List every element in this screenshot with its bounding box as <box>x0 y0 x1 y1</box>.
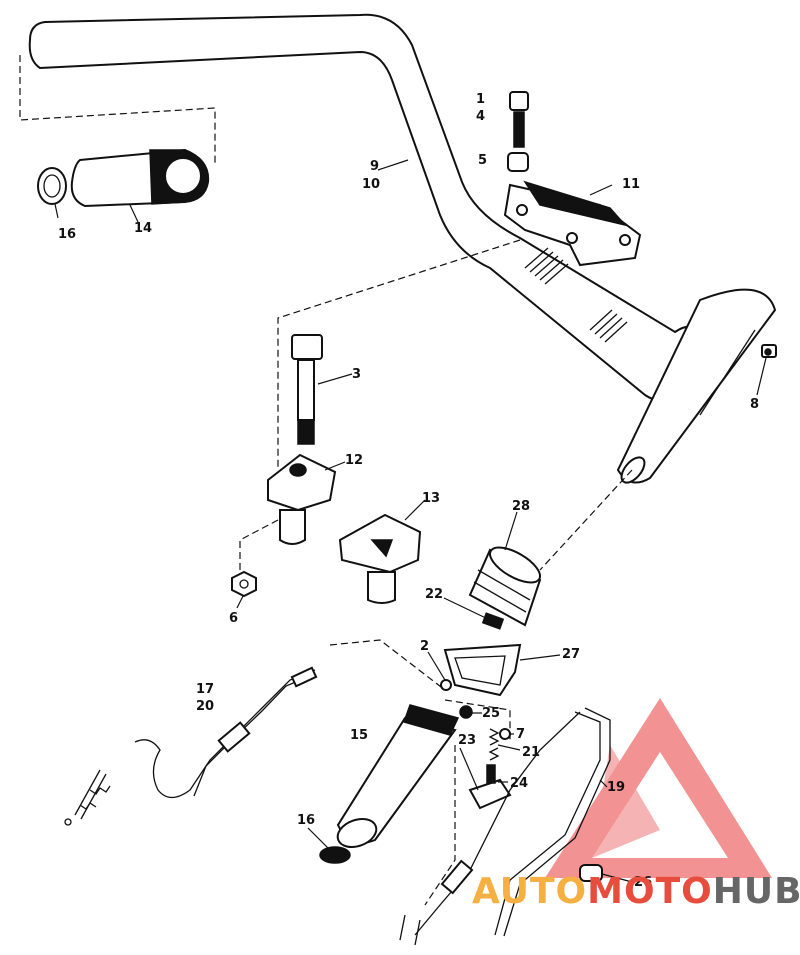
housing-28 <box>468 546 542 627</box>
cable-17 <box>64 666 318 826</box>
spacer-5 <box>507 152 529 172</box>
callout-26: 26 <box>634 875 652 890</box>
watermark-text: AUTOMOTOHUB <box>472 871 800 912</box>
assembly-guide-lines <box>19 55 633 906</box>
callout-16-top: 16 <box>58 227 76 242</box>
callout-12: 12 <box>345 453 363 468</box>
screw-2 <box>440 679 452 691</box>
adjuster-24 <box>468 764 512 810</box>
screw-8 <box>761 344 777 358</box>
callout-9: 9 <box>370 159 379 174</box>
callout-20: 20 <box>196 699 214 714</box>
grip-14 <box>70 148 210 208</box>
callout-25: 25 <box>482 706 500 721</box>
top-clamp-11 <box>503 180 642 267</box>
handlebar-knurling <box>524 247 628 343</box>
callout-1: 1 <box>476 92 485 107</box>
callout-4: 4 <box>476 109 485 124</box>
riser-13 <box>338 513 422 604</box>
end-plug-16 <box>37 167 67 205</box>
callout-23: 23 <box>458 733 476 748</box>
bolt-3 <box>291 334 323 445</box>
callout-22: 22 <box>425 587 443 602</box>
callout-19: 19 <box>607 780 625 795</box>
callout-10: 10 <box>362 177 380 192</box>
callout-21: 21 <box>522 745 540 760</box>
watermark-text-moto: MOTO <box>587 871 713 912</box>
callout-labels: 1 4 5 11 9 10 16 14 3 8 12 13 28 6 22 2 … <box>58 92 759 890</box>
bolt-1 <box>509 91 529 148</box>
watermark-text-auto: AUTO <box>472 871 587 912</box>
leader-lines <box>54 159 767 883</box>
throttle-grip-15 <box>336 704 460 849</box>
callout-15: 15 <box>350 728 368 743</box>
watermark-triangle-core <box>592 745 660 858</box>
screw-7 <box>499 728 511 740</box>
callout-5: 5 <box>478 153 487 168</box>
callout-8: 8 <box>750 397 759 412</box>
watermark-text-hub: HUB <box>713 871 800 912</box>
nut-6 <box>231 570 257 598</box>
spring-21 <box>488 728 500 761</box>
riser-12 <box>267 453 337 545</box>
handlebar <box>28 13 777 484</box>
callout-2: 2 <box>420 639 429 654</box>
callout-28: 28 <box>512 499 530 514</box>
callout-16-bottom: 16 <box>297 813 315 828</box>
callout-27: 27 <box>562 647 580 662</box>
callout-11: 11 <box>622 177 640 192</box>
ferrule-25 <box>459 705 473 719</box>
callout-17: 17 <box>196 682 214 697</box>
callout-14: 14 <box>134 221 152 236</box>
callout-13: 13 <box>422 491 440 506</box>
housing-27 <box>443 643 522 697</box>
clip-26 <box>579 864 603 882</box>
callout-24: 24 <box>510 776 528 791</box>
end-plug-16b <box>319 846 351 864</box>
callout-7: 7 <box>516 727 525 742</box>
insert-22 <box>481 612 505 630</box>
callout-3: 3 <box>352 367 361 382</box>
callout-6: 6 <box>229 611 238 626</box>
cable-19 <box>399 707 611 946</box>
watermark-logo <box>545 698 772 878</box>
